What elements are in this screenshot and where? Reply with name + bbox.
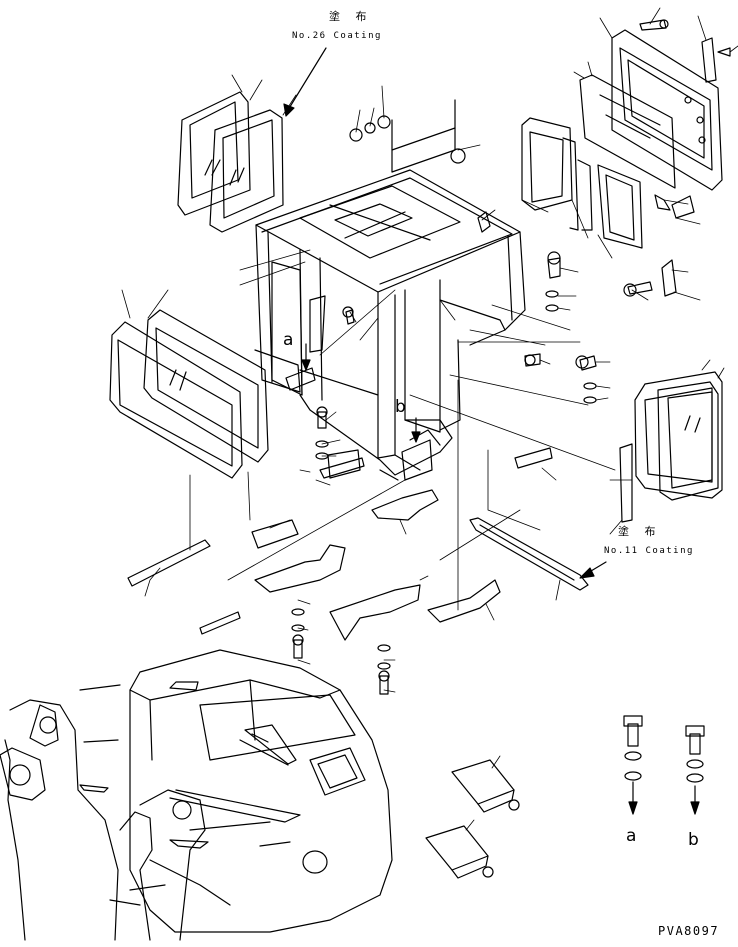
view-marker-a-cab: a (283, 330, 294, 350)
side-glass-left (110, 322, 242, 478)
view-arrows (302, 344, 699, 814)
side-frame-left (144, 310, 268, 462)
leader-lines (122, 8, 738, 830)
front-glass-frame-left (210, 110, 283, 232)
coating-arrows (284, 48, 606, 578)
view-marker-a-detail: a (626, 826, 637, 846)
right-coating-note: No.11 Coating (604, 546, 694, 556)
right-door-glass (635, 372, 722, 500)
top-coating-jp: 塗 布 (329, 10, 373, 23)
right-coating-jp: 塗 布 (618, 525, 662, 538)
side-glass-right-upper (522, 118, 592, 230)
mount-pad (245, 725, 296, 764)
view-marker-b-cab: b (395, 397, 406, 417)
machine-body (0, 650, 392, 940)
rear-window-frame (310, 748, 365, 795)
top-coating-note: No.26 Coating (292, 31, 382, 41)
wear-pad-right (170, 840, 208, 848)
side-glass-right-lower (598, 165, 694, 248)
drawing-code: PVA8097 (658, 924, 720, 938)
lamp (303, 851, 327, 873)
wear-pad-left (80, 785, 108, 792)
rear-glass-upper (580, 75, 675, 188)
cab-frame (255, 100, 525, 480)
screws-top-right (640, 20, 730, 82)
rear-window-frame-upper (612, 30, 722, 190)
view-marker-b-detail: b (688, 830, 699, 850)
weather-strips (128, 296, 632, 634)
fasteners (292, 116, 704, 878)
floor-brackets (255, 490, 588, 640)
